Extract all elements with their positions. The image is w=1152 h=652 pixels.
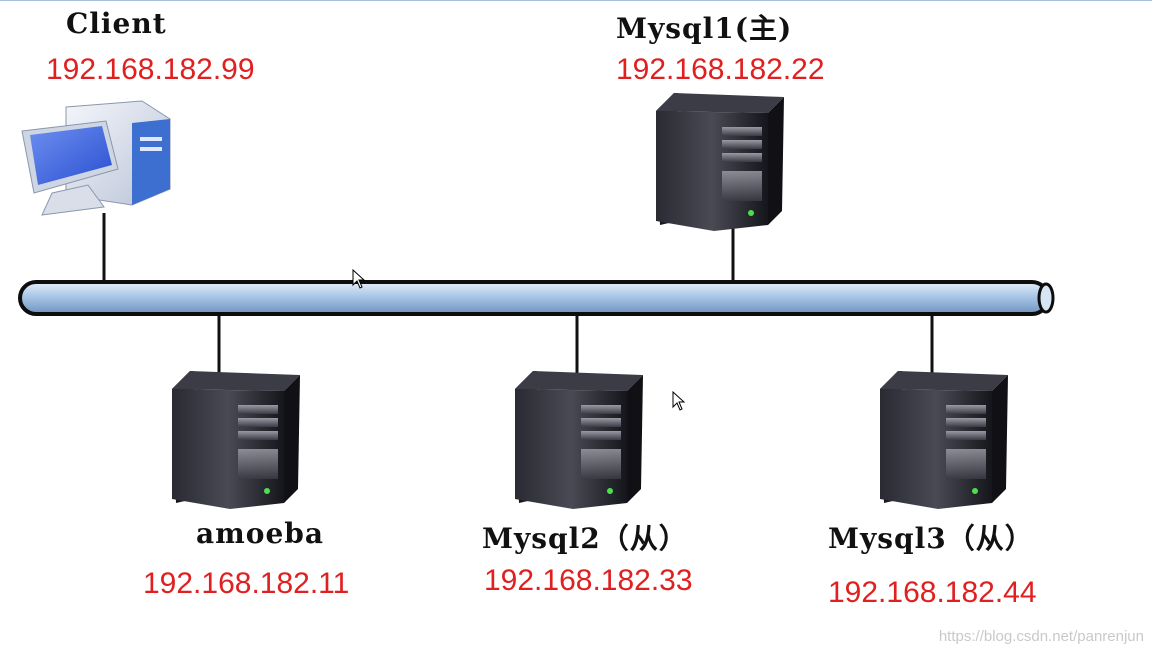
server-tower-icon-amoeba (172, 371, 300, 509)
mysql1-ip: 192.168.182.22 (616, 53, 825, 86)
server-tower-icon-mysql1 (656, 93, 784, 231)
watermark: https://blog.csdn.net/panrenjun (938, 628, 1144, 645)
server-tower-icon-mysql2 (515, 371, 643, 509)
mysql3-label: Mysql3（从） (828, 522, 1034, 555)
mysql2-label: Mysql2（从） (482, 522, 688, 555)
mysql2-ip: 192.168.182.33 (484, 564, 693, 597)
mouse-pointer-icon (352, 269, 366, 289)
desktop-computer-icon (21, 100, 171, 216)
server-tower-icon-mysql3 (880, 371, 1008, 509)
client-ip: 192.168.182.99 (46, 53, 255, 86)
mysql3-ip: 192.168.182.44 (828, 576, 1037, 609)
mysql1-label: Mysql1(主) (616, 12, 793, 45)
mouse-pointer-icon (672, 391, 686, 411)
client-label: Client (66, 7, 167, 40)
amoeba-ip: 192.168.182.11 (143, 567, 350, 600)
network-bus (18, 280, 1055, 316)
amoeba-label: amoeba (196, 517, 324, 550)
